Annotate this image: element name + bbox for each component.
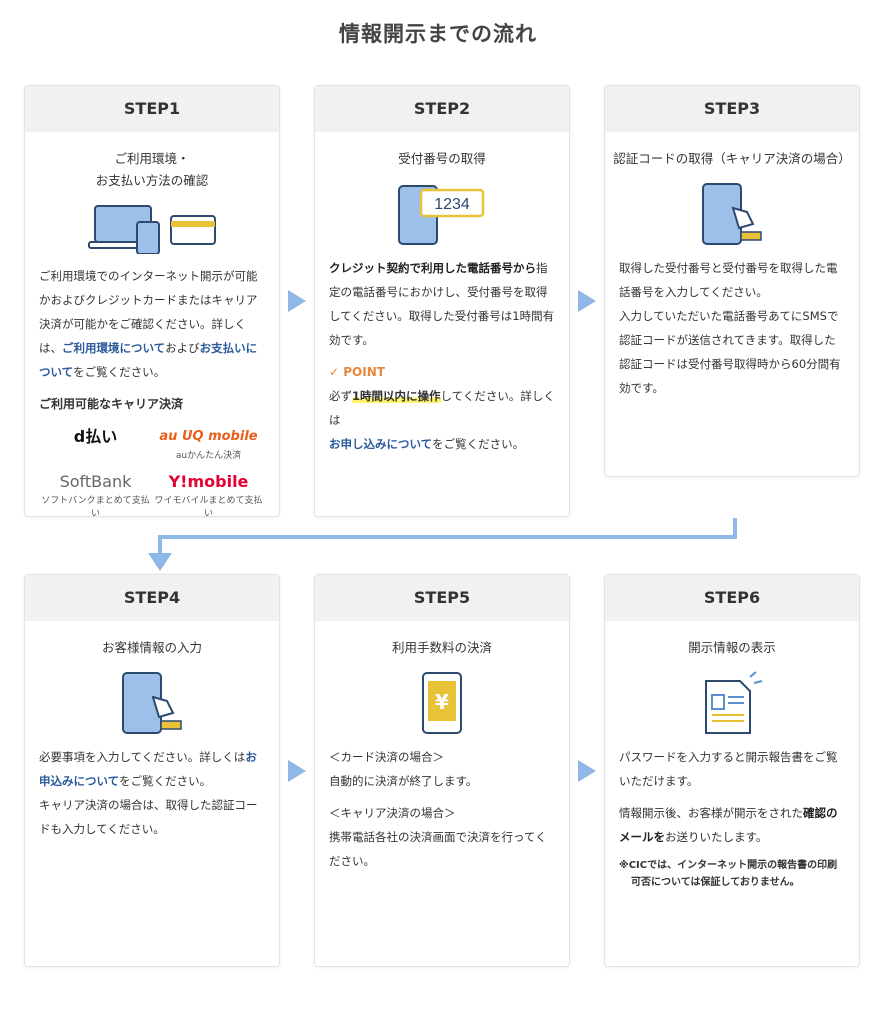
au-uq-logo: au UQ mobile: [159, 429, 258, 444]
phone-number-icon: 1234: [398, 185, 485, 245]
step6-text: パスワードを入力すると開示報告書をご覧いただけます。 情報開示後、お客様が開示を…: [605, 745, 859, 891]
step5-card: STEP5 利用手数料の決済 ¥ ＜カード決済の場合＞自動的に決済が終了します。…: [314, 574, 570, 967]
carrier-caption: ソフトバンクまとめて支払い: [41, 496, 150, 519]
svg-text:1234: 1234: [434, 196, 470, 213]
step-label: STEP4: [25, 575, 279, 621]
step-label: STEP5: [315, 575, 569, 621]
step-subtitle: 利用手数料の決済: [391, 640, 492, 655]
step4-text: 必要事項を入力してください。詳しくはお申込みについてをご覧ください。キャリア決済…: [39, 750, 258, 836]
step5-text: ＜カード決済の場合＞自動的に決済が終了します。 ＜キャリア決済の場合＞携帯電話各…: [329, 750, 547, 868]
arrow-right-icon: [288, 290, 306, 312]
step-label: STEP2: [315, 86, 569, 132]
step-subtitle: 認証コードの取得（キャリア決済の場合）: [613, 151, 851, 166]
carrier-caption: ワイモバイルまとめて支払い: [154, 496, 263, 519]
usage-environment-link[interactable]: ご利用環境について: [62, 341, 166, 355]
application-link[interactable]: お申込みについて: [39, 750, 257, 788]
arrow-right-icon: [288, 760, 306, 782]
step-label: STEP3: [605, 86, 859, 132]
carrier-heading: ご利用可能なキャリア決済: [39, 397, 184, 411]
application-link[interactable]: お申し込みについて: [329, 437, 433, 451]
yen-phone-icon: ¥: [422, 672, 462, 734]
payment-link[interactable]: お支払いについて: [39, 341, 258, 379]
connector-arrow-icon: [148, 518, 737, 571]
step6-card: STEP6 開示情報の表示 パスワードを入力すると開示報告書をご覧いただけます。…: [604, 574, 860, 967]
step-subtitle: ご利用環境・ お支払い方法の確認: [95, 151, 209, 188]
step-subtitle: 受付番号の取得: [398, 151, 486, 166]
phone-touch-icon: [122, 672, 182, 734]
document-icon: [705, 671, 763, 734]
step-subtitle: お客様情報の入力: [101, 640, 202, 655]
print-note: ※CICでは、インターネット開示の報告書の印刷可否については保証しておりません。: [619, 860, 838, 888]
arrow-right-icon: [578, 290, 596, 312]
step2-text: クレジット契約で利用した電話番号から指定の電話番号におかけし、受付番号を取得して…: [329, 261, 555, 451]
phone-touch-icon: [702, 183, 762, 245]
step3-text: 取得した受付番号と受付番号を取得した電話番号を入力してください。入力していただい…: [619, 261, 841, 395]
ymobile-logo: Y!mobile: [168, 472, 249, 491]
svg-text:¥: ¥: [435, 690, 449, 714]
step-subtitle: 開示情報の表示: [688, 640, 776, 655]
point-label: ✓ POINT: [329, 365, 385, 379]
step-label: STEP1: [25, 86, 279, 132]
step1-card: STEP1 ご利用環境・ お支払い方法の確認 ご利用環境でのインターネット開示が…: [24, 85, 280, 519]
page-title: 情報開示までの流れ: [339, 22, 537, 46]
devices-icon: [88, 205, 216, 254]
carrier-caption: auかんたん決済: [175, 451, 242, 461]
softbank-logo: SoftBank: [59, 472, 132, 491]
step1-text: ご利用環境でのインターネット開示が可能かおよびクレジットカードまたはキャリア決済…: [25, 264, 279, 521]
step3-card: STEP3 認証コードの取得（キャリア決済の場合） 取得した受付番号と受付番号を…: [604, 85, 860, 477]
step2-card: STEP2 受付番号の取得 1234 クレジット契約で利用した電話番号から指定の…: [314, 85, 570, 517]
arrow-right-icon: [578, 760, 596, 782]
step4-card: STEP4 お客様情報の入力 必要事項を入力してください。詳しくはお申込みについ…: [24, 574, 280, 967]
d-barai-logo: d払い: [73, 427, 118, 446]
step-label: STEP6: [605, 575, 859, 621]
